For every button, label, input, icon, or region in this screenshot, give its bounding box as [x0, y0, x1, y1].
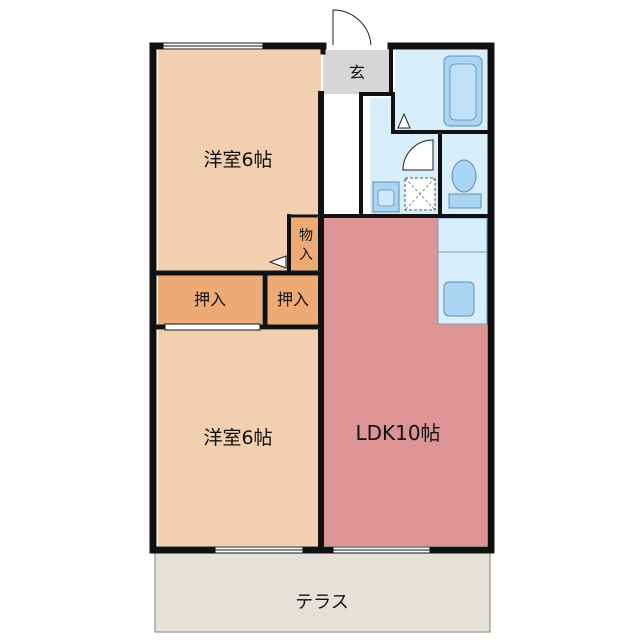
closet-left-label: 押入 — [194, 290, 226, 309]
western-room-upper-label: 洋室6帖 — [203, 149, 272, 171]
ldk-label: LDK10帖 — [355, 421, 440, 445]
bath-door-arrow — [397, 112, 411, 129]
washing-machine-diagonal-2 — [404, 177, 436, 211]
western-room-lower — [158, 330, 321, 546]
toilet-bowl — [451, 159, 477, 193]
storage-door-arrow — [268, 255, 287, 269]
kitchen-sink — [443, 281, 475, 317]
washroom-door-swing — [402, 139, 434, 171]
entrance-floor — [323, 50, 391, 94]
storage-label-2: 入 — [299, 247, 313, 263]
terrace-area — [154, 550, 491, 633]
closet-left — [158, 275, 262, 325]
terrace-label: テラス — [295, 592, 349, 613]
front-door-swing — [332, 9, 372, 46]
western-room-lower-label: 洋室6帖 — [203, 427, 272, 449]
toilet-tank — [448, 193, 482, 209]
storage-closet — [291, 218, 321, 275]
closet-right — [267, 275, 321, 325]
windows — [162, 42, 431, 554]
wash-basin-bowl — [377, 189, 395, 207]
storage-label: 物 — [299, 228, 313, 244]
bathtub-inner — [449, 63, 477, 121]
closet-right-label: 押入 — [277, 290, 309, 309]
entrance-label: 玄 — [349, 63, 365, 82]
